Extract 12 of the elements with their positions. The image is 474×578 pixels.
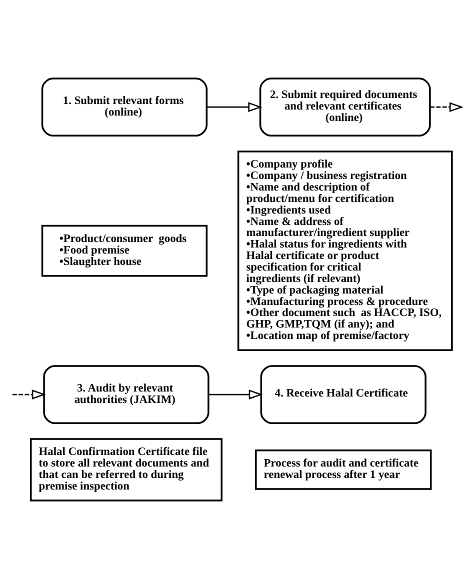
arrow xyxy=(430,102,464,112)
node-box: Process for audit and certificate renewal process after 1 year xyxy=(255,449,432,490)
node-box: •Product/consumer goods •Food premise •Slaughter house xyxy=(41,224,208,276)
node-box: 3. Audit by relevant authorities (JAKIM) xyxy=(43,364,210,424)
node-box: 2. Submit required documents and relevant certificates (online) xyxy=(259,77,431,136)
arrow xyxy=(206,102,262,112)
arrow xyxy=(12,389,46,399)
node-box: •Company profile •Company / business registration •Name and description of product/menu for certification •Ingredients used •Name & address of manufacturer/ingredient supplier •Halal status for ingredients with Halal certificate or product specification for critical ingredients (if relevant) •Type of packaging material •Manufacturing process & procedure •Other document such as HACCP, ISO, GHP, GMP,TQM (if any); and •Location map of premise/factory xyxy=(237,150,453,351)
node-box: 4. Receive Halal Certificate xyxy=(260,364,426,424)
node-box: 1. Submit relevant forms (online) xyxy=(41,77,208,136)
node-box: Halal Confirmation Certificate file to store all relevant documents and that can be referred to during premise inspection xyxy=(30,438,222,501)
arrow xyxy=(208,389,263,399)
